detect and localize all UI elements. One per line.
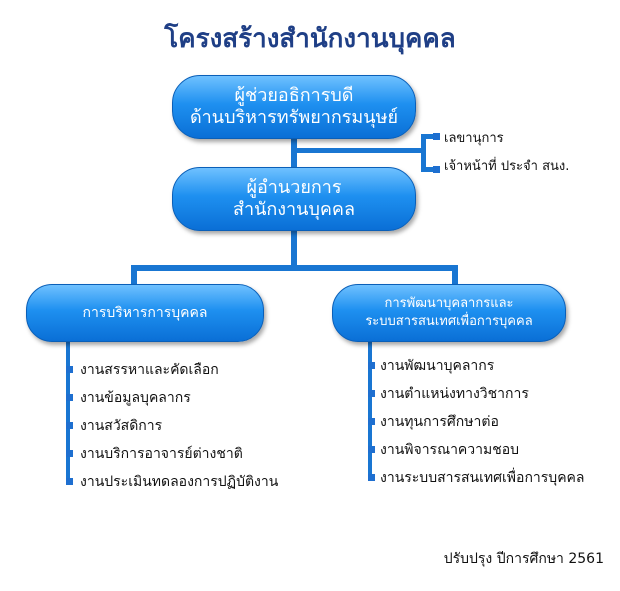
connector-right-list-vertical [368,340,372,475]
node-assistant-president-line1: ผู้ช่วยอธิการบดี [234,85,354,106]
list-bullet [368,390,375,397]
list-bullet [66,478,73,485]
node-hr-admin: การบริหารการบุคคล [26,284,264,342]
connector-branch-left-drop [131,265,137,284]
side-unit-staff: เจ้าหน้าที่ ประจำ สนง. [444,159,570,174]
node-hr-development-line2: ระบบสารสนเทศเพื่อการบุคคล [365,314,533,329]
side-unit-bullet [433,133,440,140]
list-bullet [66,422,73,429]
connector-mid-vertical [291,229,297,269]
hr-admin-unit-4: งานบริการอาจารย์ต่างชาติ [80,446,243,462]
node-hr-development-line1: การพัฒนาบุคลากรและ [384,296,514,311]
list-bullet [368,474,375,481]
connector-left-list-vertical [66,340,70,483]
footer-updated-note: ปรับปรุง ปีการศึกษา 2561 [443,551,604,567]
hr-development-unit-5: งานระบบสารสนเทศเพื่อการบุคคล [380,470,585,486]
list-bullet [66,394,73,401]
hr-admin-unit-2: งานข้อมูลบุคลากร [80,390,191,406]
connector-branch-right-drop [452,265,458,284]
node-director-line1: ผู้อำนวยการ [246,177,342,198]
list-bullet [368,418,375,425]
node-assistant-president: ผู้ช่วยอธิการบดี ด้านบริหารทรัพยากรมนุษย… [172,75,416,139]
page-title: โครงสร้างสำนักงานบุคคล [164,24,456,54]
node-assistant-president-line2: ด้านบริหารทรัพยากรมนุษย์ [189,107,399,128]
node-director: ผู้อำนวยการ สำนักงานบุคคล [172,167,416,231]
connector-branch-horizontal [131,265,458,271]
hr-development-unit-3: งานทุนการศึกษาต่อ [380,414,499,430]
connector-side-vertical [421,134,426,172]
list-bullet [66,366,73,373]
hr-development-unit-1: งานพัฒนาบุคลากร [380,358,495,374]
connector-side-stub-2 [421,167,433,172]
node-hr-admin-line1: การบริหารการบุคคล [82,305,208,321]
connector-side-stub-1 [421,134,433,139]
hr-development-unit-4: งานพิจารณาความชอบ [380,442,520,458]
hr-admin-unit-3: งานสวัสดิการ [80,418,163,434]
list-bullet [368,362,375,369]
hr-admin-unit-5: งานประเมินทดลองการปฏิบัติงาน [80,474,279,490]
side-unit-secretary: เลขานุการ [444,131,504,146]
node-director-line2: สำนักงานบุคคล [232,199,356,220]
connector-side-horizontal [294,148,426,153]
hr-admin-unit-1: งานสรรหาและคัดเลือก [80,362,219,378]
side-unit-bullet [433,166,440,173]
list-bullet [368,446,375,453]
hr-development-unit-2: งานตำแหน่งทางวิชาการ [380,386,529,402]
list-bullet [66,450,73,457]
node-hr-development: การพัฒนาบุคลากรและ ระบบสารสนเทศเพื่อการบ… [332,284,566,342]
